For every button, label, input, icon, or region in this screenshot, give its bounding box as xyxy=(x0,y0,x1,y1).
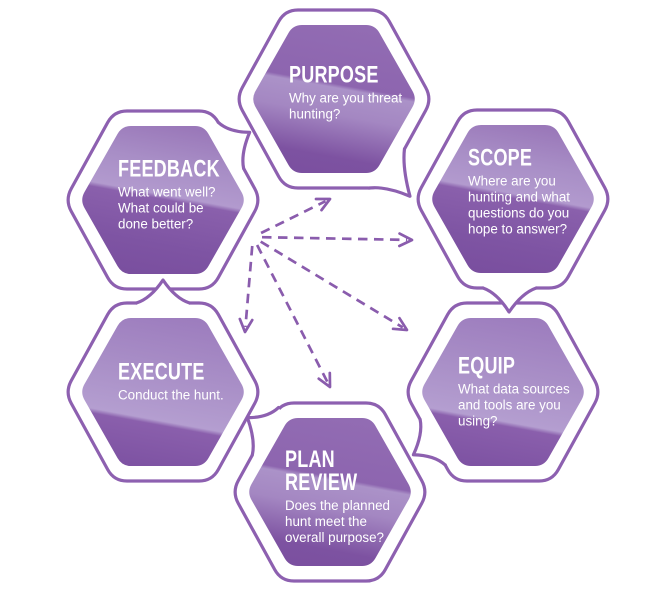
flow-arrows xyxy=(238,197,414,389)
hex-title-execute: EXECUTE xyxy=(118,358,242,386)
hexagon-scope xyxy=(432,125,594,273)
hex-description-line: Why are you threat xyxy=(289,90,403,106)
tab-outline-purpose xyxy=(367,147,412,198)
hex-title-line: PLAN xyxy=(285,446,335,474)
tab-patch-feedback xyxy=(213,122,250,172)
hex-description-line: and tools are you xyxy=(458,397,561,413)
hexagon-plan-review xyxy=(249,418,411,566)
hex-description-line: Conduct the hunt. xyxy=(118,387,224,403)
tab-outline-feedback xyxy=(216,120,252,171)
tab-patch-plan-review xyxy=(247,407,283,459)
arrowhead-to-execute xyxy=(238,317,254,334)
hex-title-scope: SCOPE xyxy=(468,144,592,172)
hex-description-line: Does the planned xyxy=(285,498,390,514)
tab-patch-purpose xyxy=(365,144,410,197)
hex-title-purpose: PURPOSE xyxy=(289,61,413,89)
hex-description-line: Where are you xyxy=(468,173,556,189)
arrowhead-to-scope xyxy=(397,232,414,248)
arrowhead-to-purpose xyxy=(314,197,332,212)
hex-description-line: What data sources xyxy=(458,381,570,397)
hexagon-equip xyxy=(422,318,584,466)
hex-description-line: questions do you xyxy=(468,205,570,221)
arrowhead-to-plan-review xyxy=(317,371,332,389)
dashed-arrow-to-execute xyxy=(244,245,254,328)
hex-title-line: SCOPE xyxy=(468,144,533,172)
hex-title-equip: EQUIP xyxy=(458,352,582,380)
hex-description-line: overall purpose? xyxy=(285,530,385,546)
tab-patch-execute xyxy=(136,280,190,311)
hex-description-line: hunting? xyxy=(289,106,341,122)
hex-description-line: done better? xyxy=(118,216,194,232)
hexagon-purpose xyxy=(253,25,415,173)
hex-description-line: hunt meet the xyxy=(285,514,367,530)
hex-title-line: REVIEW xyxy=(285,469,358,497)
dashed-arrow-to-purpose xyxy=(260,200,327,235)
hexagon-execute xyxy=(82,318,244,466)
hex-description-line: What could be xyxy=(118,200,204,216)
hex-title-feedback: FEEDBACK xyxy=(118,155,242,183)
dashed-arrow-to-plan-review xyxy=(255,244,329,384)
tab-outline-execute xyxy=(134,278,192,305)
dashed-arrow-to-scope xyxy=(261,235,408,242)
hex-description-line: using? xyxy=(458,413,498,429)
hex-title-line: FEEDBACK xyxy=(118,155,220,183)
tab-patch-equip xyxy=(413,417,451,465)
tab-outline-scope xyxy=(481,286,538,314)
hex-title-line: PURPOSE xyxy=(289,61,379,89)
hex-title-line: EQUIP xyxy=(458,352,516,380)
hex-description-line: hope to answer? xyxy=(468,221,568,237)
tab-outline-equip xyxy=(411,417,447,467)
hex-title-line: EXECUTE xyxy=(118,358,205,386)
tab-outline-plan-review xyxy=(245,405,281,457)
hex-description-line: hunting and what xyxy=(468,189,570,205)
hexagon-feedback xyxy=(82,126,244,274)
hex-description-execute: Conduct the hunt. xyxy=(118,388,242,404)
tab-patch-scope xyxy=(483,280,537,312)
dashed-arrow-to-equip xyxy=(260,240,404,329)
arrowhead-to-equip xyxy=(391,316,409,332)
hex-description-line: What went well? xyxy=(118,184,216,200)
